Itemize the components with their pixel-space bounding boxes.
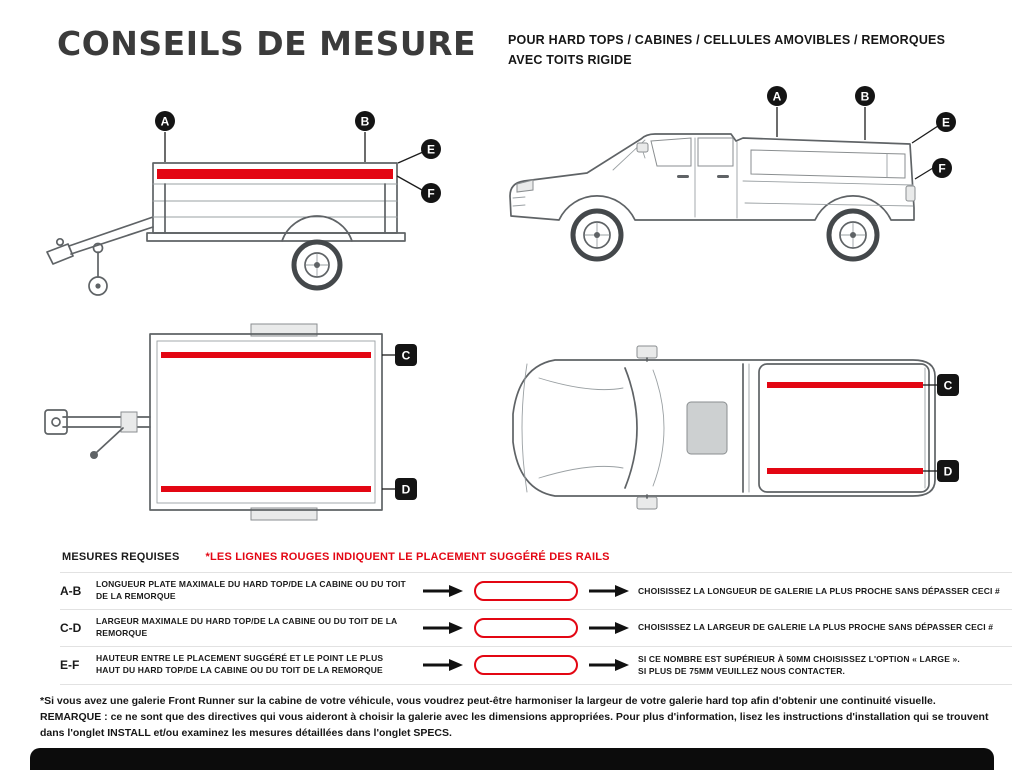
measures-heading: MESURES REQUISES (62, 551, 180, 563)
svg-text:E: E (427, 143, 435, 157)
measure-description: HAUTEUR ENTRE LE PLACEMENT SUGGÉRÉ ET LE… (96, 653, 384, 676)
measure-row-ef: E-F HAUTEUR ENTRE LE PLACEMENT SUGGÉRÉ E… (60, 645, 1012, 686)
measure-id: C-D (60, 620, 82, 635)
truck-side-drawing (509, 133, 916, 262)
svg-text:D: D (944, 465, 953, 479)
marker-e: E (397, 139, 441, 164)
svg-text:B: B (861, 90, 870, 104)
svg-text:C: C (402, 349, 411, 363)
suggested-rail-line (767, 468, 923, 474)
truck-top-view-figure: C D (512, 345, 959, 510)
marker-a: A (155, 111, 175, 162)
instruction-line: CHOISISSEZ LA LARGEUR DE GALERIE LA PLUS… (638, 622, 994, 633)
measure-id: E-F (60, 658, 80, 673)
suggested-rail-line (161, 352, 371, 358)
trailer-top-view-figure: C D (44, 323, 417, 521)
page-title: CONSEILS DE MESURE (57, 24, 477, 63)
arrow-right-icon (423, 584, 463, 597)
marker-f: F (396, 175, 441, 203)
bottom-section-bar[interactable] (30, 748, 994, 770)
svg-text:A: A (161, 115, 170, 129)
measures-table: A-B LONGUEUR PLATE MAXIMALE DU HARD TOP/… (60, 572, 1012, 686)
truck-top-drawing (512, 345, 936, 510)
marker-c: C (382, 344, 417, 366)
page-subtitle: POUR HARD TOPS / CABINES / CELLULES AMOV… (508, 30, 1008, 70)
instruction-line: SI CE NOMBRE EST SUPÉRIEUR À 50MM CHOISI… (638, 653, 960, 664)
measure-description: LARGEUR MAXIMALE DU HARD TOP/DE LA CABIN… (96, 615, 398, 638)
measure-id: A-B (60, 583, 82, 598)
red-lines-note: *LES LIGNES ROUGES INDIQUENT LE PLACEMEN… (205, 551, 610, 563)
measure-row-cd: C-D LARGEUR MAXIMALE DU HARD TOP/DE LA C… (60, 608, 1012, 646)
svg-text:F: F (427, 187, 434, 201)
marker-c: C (923, 374, 959, 396)
measure-instruction: SI CE NOMBRE EST SUPÉRIEUR À 50MM CHOISI… (638, 653, 1012, 679)
marker-a: A (767, 86, 787, 137)
marker-d: D (382, 478, 417, 500)
instruction-line: CHOISISSEZ LA LONGUEUR DE GALERIE LA PLU… (638, 585, 1000, 596)
svg-text:E: E (942, 116, 950, 130)
measures-heading-row: MESURES REQUISES *LES LIGNES ROUGES INDI… (62, 551, 610, 563)
measure-description: LONGUEUR PLATE MAXIMALE DU HARD TOP/DE L… (96, 579, 406, 601)
instruction-line: SI PLUS DE 75MM VEUILLEZ NOUS CONTACTER. (638, 666, 846, 677)
measure-row-ab: A-B LONGUEUR PLATE MAXIMALE DU HARD TOP/… (60, 572, 1012, 609)
arrow-right-icon (589, 584, 629, 597)
marker-b: B (355, 111, 375, 162)
arrow-right-icon (589, 621, 629, 634)
arrow-right-icon (423, 659, 463, 672)
measure-instruction: CHOISISSEZ LA LONGUEUR DE GALERIE LA PLU… (638, 585, 1012, 598)
marker-f: F (914, 158, 952, 180)
svg-text:B: B (361, 115, 370, 129)
suggested-rail-line (161, 486, 371, 492)
suggested-rail-line (157, 169, 393, 179)
marker-d: D (923, 460, 959, 482)
suggested-rail-line (767, 382, 923, 388)
subtitle-line-2: AVEC TOITS RIGIDE (508, 53, 632, 67)
trailer-top-drawing (44, 323, 383, 521)
arrow-right-icon (423, 621, 463, 634)
svg-text:D: D (402, 483, 411, 497)
arrow-right-icon (589, 659, 629, 672)
marker-b: B (855, 86, 875, 140)
trailer-side-drawing (46, 162, 406, 296)
measurement-value-box (474, 655, 578, 676)
subtitle-line-1: POUR HARD TOPS / CABINES / CELLULES AMOV… (508, 33, 946, 47)
measurement-value-box (474, 617, 578, 638)
measurement-value-box (474, 580, 578, 601)
svg-text:C: C (944, 379, 953, 393)
truck-side-view-figure: A B E F (509, 86, 956, 262)
marker-e: E (911, 112, 956, 144)
trailer-side-view-figure: A B E F (46, 111, 441, 296)
measure-instruction: CHOISISSEZ LA LARGEUR DE GALERIE LA PLUS… (638, 621, 1012, 634)
footnote: *Si vous avez une galerie Front Runner s… (40, 695, 989, 739)
svg-text:F: F (938, 162, 945, 176)
svg-text:A: A (773, 90, 782, 104)
